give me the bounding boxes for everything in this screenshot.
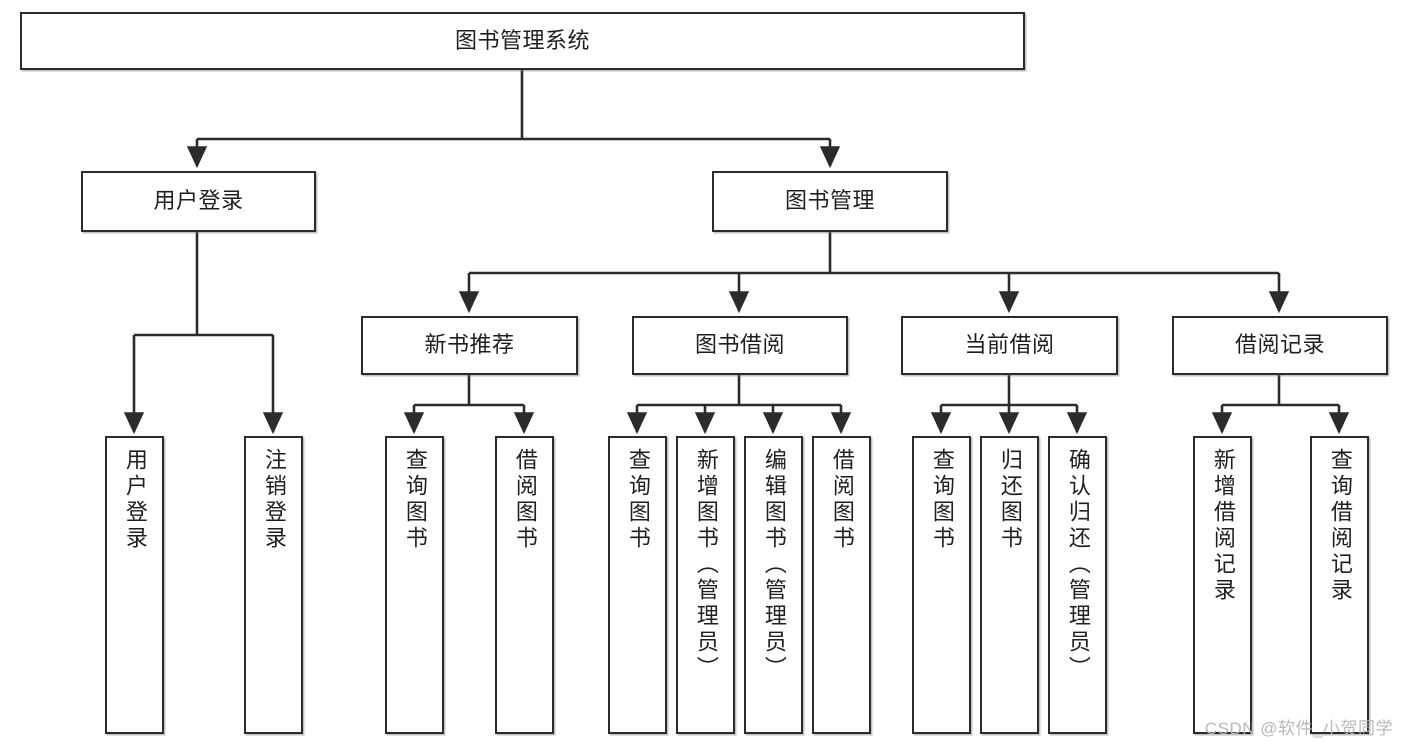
node-leaf-user-login[interactable]: 用户登录 [105,436,164,734]
node-leaf-borrow-book-1[interactable]: 借阅图书 [495,436,554,734]
node-book-management[interactable]: 图书管理 [712,171,948,232]
node-leaf-add-record[interactable]: 新增借阅记录 [1193,436,1252,734]
node-current-borrow-label: 当前借阅 [964,332,1055,358]
csdn-watermark: CSDN @软件_小贺同学 [1204,719,1393,738]
node-leaf-edit-book[interactable]: 编辑图书（管理员） [744,436,803,734]
node-leaf-borrow-book-1-label: 借阅图书 [512,448,538,552]
node-leaf-add-record-label: 新增借阅记录 [1210,448,1236,604]
node-user-login-label: 用户登录 [153,188,244,214]
node-leaf-add-book-label: 新增图书（管理员） [693,448,719,682]
node-leaf-query-book-1-label: 查询图书 [402,448,428,552]
node-leaf-borrow-book-2-label: 借阅图书 [829,448,855,552]
node-leaf-logout-login[interactable]: 注销登录 [244,436,303,734]
node-leaf-query-record[interactable]: 查询借阅记录 [1310,436,1369,734]
node-leaf-query-book-2[interactable]: 查询图书 [608,436,667,734]
node-user-login[interactable]: 用户登录 [81,171,316,232]
node-leaf-user-login-label: 用户登录 [122,448,148,552]
node-leaf-query-book-3[interactable]: 查询图书 [912,436,971,734]
node-leaf-logout-login-label: 注销登录 [261,448,287,552]
node-leaf-return-book-label: 归还图书 [997,448,1023,552]
node-leaf-borrow-book-2[interactable]: 借阅图书 [812,436,871,734]
node-leaf-edit-book-label: 编辑图书（管理员） [761,448,787,682]
node-leaf-query-record-label: 查询借阅记录 [1327,448,1353,604]
node-leaf-confirm-return[interactable]: 确认归还（管理员） [1048,436,1107,734]
node-leaf-query-book-2-label: 查询图书 [625,448,651,552]
node-borrow-record-label: 借阅记录 [1234,332,1325,358]
node-leaf-return-book[interactable]: 归还图书 [980,436,1039,734]
node-leaf-add-book[interactable]: 新增图书（管理员） [676,436,735,734]
node-new-book-recommend[interactable]: 新书推荐 [361,316,578,375]
node-leaf-confirm-return-label: 确认归还（管理员） [1065,448,1091,682]
node-book-management-label: 图书管理 [784,188,875,214]
node-root[interactable]: 图书管理系统 [20,12,1025,70]
node-book-borrow-label: 图书借阅 [694,332,785,358]
node-current-borrow[interactable]: 当前借阅 [901,316,1118,375]
node-borrow-record[interactable]: 借阅记录 [1172,316,1388,375]
node-book-borrow[interactable]: 图书借阅 [632,316,848,375]
node-root-label: 图书管理系统 [454,27,590,53]
node-new-book-recommend-label: 新书推荐 [424,332,515,358]
node-leaf-query-book-3-label: 查询图书 [929,448,955,552]
node-leaf-query-book-1[interactable]: 查询图书 [385,436,444,734]
